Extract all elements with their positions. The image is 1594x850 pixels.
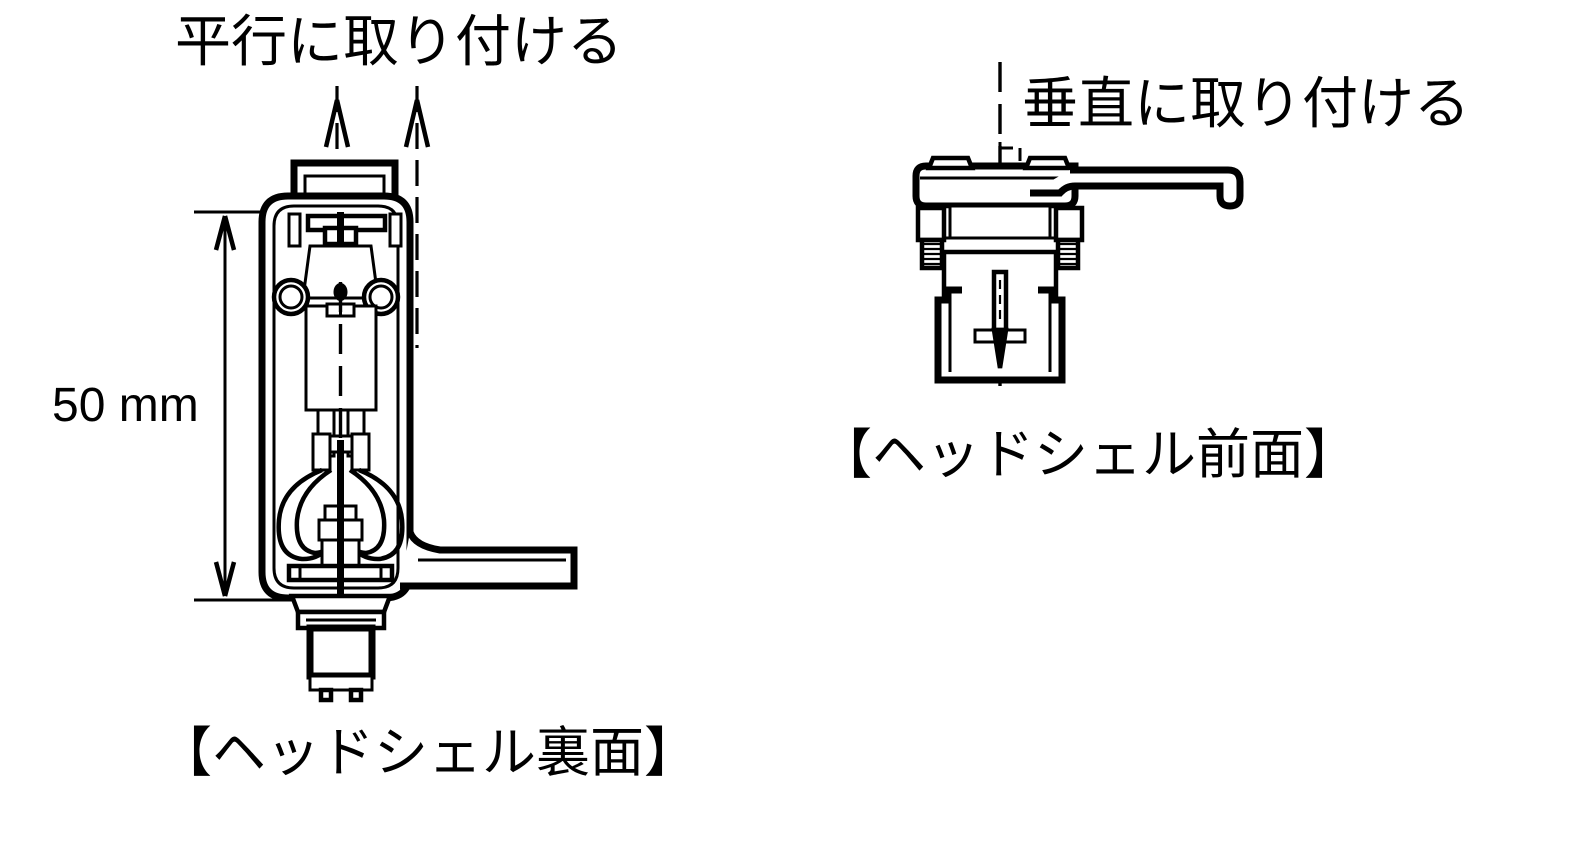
callout-parallel-label: 平行に取り付ける xyxy=(175,10,623,73)
stylus-assembly xyxy=(973,269,1027,369)
caption-headshell-rear: 【ヘッドシェル裏面】 xyxy=(158,723,698,783)
parallel-arrow-right xyxy=(403,86,431,348)
finger-lift-left-view xyxy=(400,530,578,590)
dimension-label-50mm: 50 mm xyxy=(52,379,199,432)
caption-headshell-front: 【ヘッドシェル前面】 xyxy=(818,425,1358,485)
finger-lift-right-view xyxy=(1030,166,1244,210)
cartridge-top-block-front xyxy=(936,203,1064,254)
headshell-connector xyxy=(288,593,394,703)
terminal-pin-block xyxy=(311,408,371,472)
callout-leader-elbow xyxy=(998,142,1022,172)
parallel-arrow-left xyxy=(323,86,351,215)
right-view-headshell-front xyxy=(912,62,1244,398)
callout-vertical-label: 垂直に取り付ける xyxy=(1022,72,1470,135)
mounting-screw-left xyxy=(915,205,947,271)
mounting-hole-left xyxy=(271,277,311,317)
mounting-screw-right xyxy=(1053,205,1085,271)
left-view-headshell-rear xyxy=(194,86,578,703)
